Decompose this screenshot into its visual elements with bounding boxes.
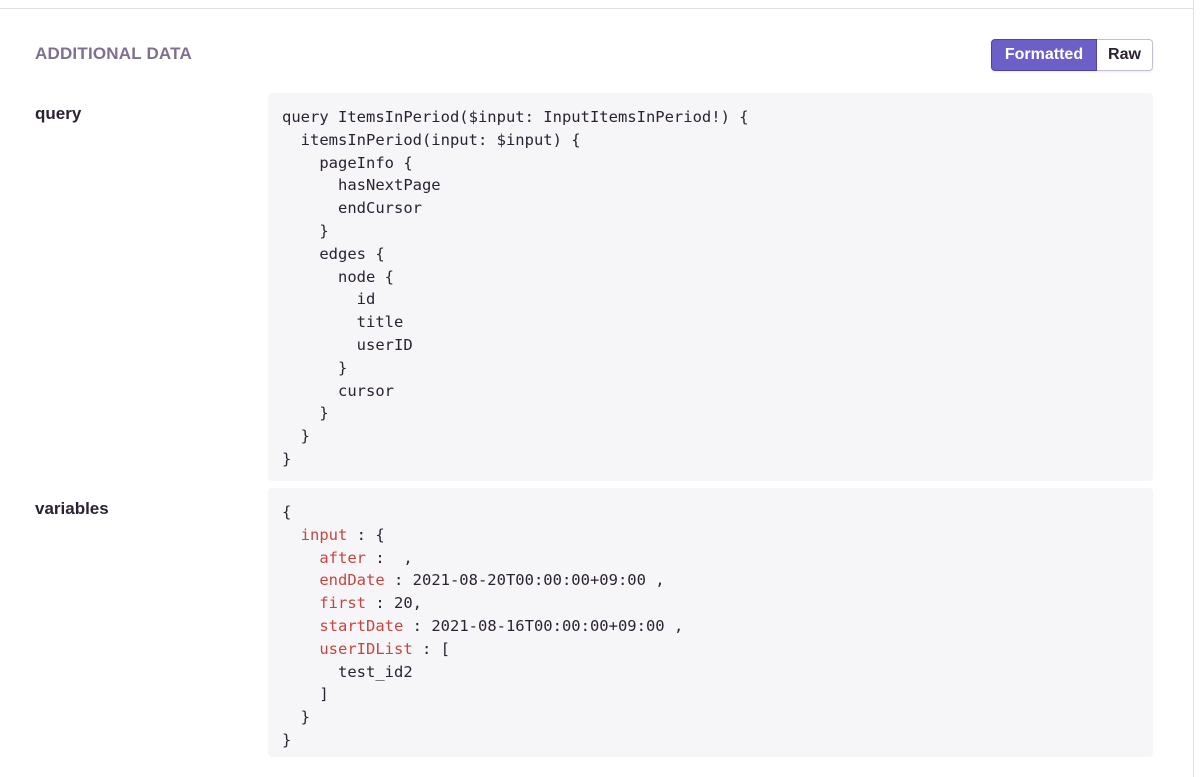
json-key: input [300, 525, 348, 544]
json-value: : , [366, 548, 413, 567]
code-line: } [282, 449, 292, 468]
code-line: } [282, 404, 329, 423]
formatted-button[interactable]: Formatted [991, 39, 1097, 71]
indent [282, 594, 319, 612]
indent [282, 549, 319, 567]
json-key: endDate [319, 571, 385, 590]
code-line: } [282, 358, 348, 377]
indent [282, 640, 319, 658]
code-line: after : , [282, 547, 1139, 570]
code-line: } [282, 427, 310, 446]
code-line: edges { [282, 244, 385, 263]
code-line: first : 20, [282, 592, 1139, 615]
indent [282, 571, 319, 589]
variables-code-block: { input : { after : , endDate : 2021-08-… [268, 488, 1153, 757]
code-line: itemsInPeriod(input: $input) { [282, 130, 581, 149]
code-line: node { [282, 267, 394, 286]
brace: { [282, 503, 292, 521]
view-toggle: Formatted Raw [991, 39, 1153, 71]
code-line: } [282, 730, 292, 749]
json-value: : { [347, 525, 385, 544]
code-line: endCursor [282, 199, 422, 218]
code-line: startDate : 2021-08-16T00:00:00+09:00 , [282, 615, 1139, 638]
json-value: : 20, [366, 594, 422, 613]
top-divider [0, 8, 1194, 9]
code-line: { [282, 501, 1139, 524]
json-value: : [ [412, 639, 450, 658]
code-line: endDate : 2021-08-20T00:00:00+09:00 , [282, 569, 1139, 592]
indent [282, 526, 301, 544]
json-key: after [319, 548, 366, 567]
json-key: first [319, 594, 366, 613]
code-line: test_id2 [282, 662, 413, 681]
code-line: hasNextPage [282, 176, 441, 195]
code-line: ] [282, 685, 329, 704]
code-line: } [282, 708, 310, 727]
json-value: : 2021-08-20T00:00:00+09:00 , [384, 571, 665, 590]
code-line: input : { [282, 524, 1139, 547]
query-key: query [35, 104, 82, 123]
json-key: startDate [319, 616, 404, 635]
code-line: userIDList : [ [282, 638, 1139, 661]
code-line: cursor [282, 381, 394, 400]
section-title: ADDITIONAL DATA [35, 44, 192, 63]
json-value: : 2021-08-16T00:00:00+09:00 , [403, 616, 684, 635]
variables-key: variables [35, 499, 109, 518]
right-divider [1193, 0, 1194, 777]
code-line: pageInfo { [282, 153, 413, 172]
indent [282, 617, 319, 635]
code-line: userID [282, 335, 413, 354]
code-line: } [282, 221, 329, 240]
raw-button[interactable]: Raw [1097, 39, 1153, 71]
code-line: id [282, 290, 376, 309]
json-key: userIDList [319, 639, 413, 658]
code-line: title [282, 313, 404, 332]
code-line: query ItemsInPeriod($input: InputItemsIn… [282, 108, 749, 126]
query-code-block: query ItemsInPeriod($input: InputItemsIn… [268, 93, 1153, 481]
